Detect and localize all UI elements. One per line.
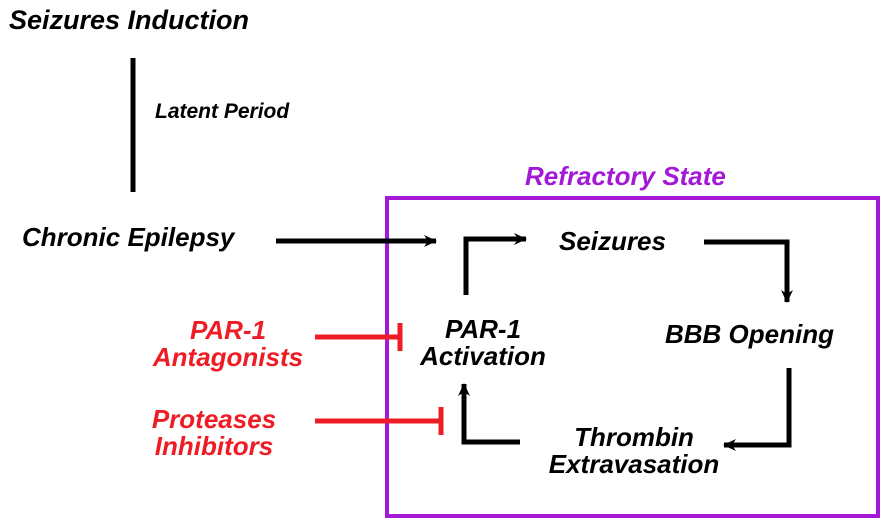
chronic-epilepsy-label: Chronic Epilepsy [22,222,235,252]
thrombin-extravasation-label: Thrombin Extravasation [539,422,729,480]
arrow-seizures-to-bbb [704,239,793,303]
thrombin-extravasation-line-2: Extravasation [548,449,720,480]
refractory-state-label: Refractory State [525,161,726,191]
proteases-inhibitors-label: Proteases Inhibitors [124,404,304,462]
bbb-opening-label: BBB Opening [665,319,834,349]
arrow-bbb-to-thrombin [723,368,792,451]
proteases-inhibitors-line-1: Proteases [151,404,277,434]
arrow-thrombin-to-par1 [458,383,520,445]
refractory-state-box [385,196,880,518]
par1-antagonists-line-2: Antagonists [152,342,304,373]
latent-period-label: Latent Period [155,100,290,123]
thrombin-extravasation-line-1: Thrombin [574,422,694,452]
seizures-label: Seizures [559,226,666,256]
par1-antagonists-line-1: PAR-1 [189,315,267,345]
proteases-inhibitors-line-2: Inhibitors [154,431,274,462]
seizures-induction-label: Seizures Induction [9,5,250,35]
par1-activation-line-2: Activation [420,341,546,372]
par1-antagonists-label: PAR-1 Antagonists [138,315,318,373]
arrow-par1-to-seizures [463,233,527,295]
par1-activation-line-1: PAR-1 [444,314,522,344]
par1-activation-label: PAR-1 Activation [412,314,554,372]
